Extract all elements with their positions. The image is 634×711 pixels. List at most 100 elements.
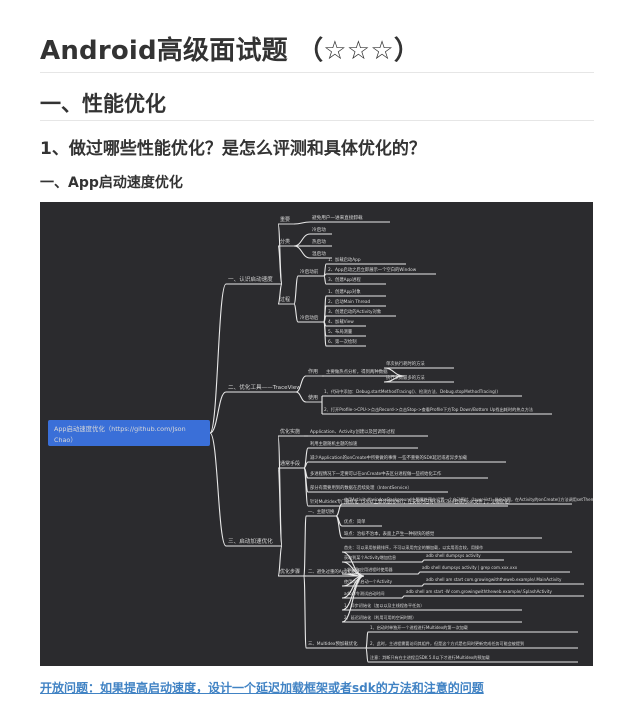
b3-init-delay: 2、延迟初始化（利用可用的空闲时期） xyxy=(344,614,416,620)
b3-multidex-1-connector xyxy=(365,631,369,649)
b3-init-adb1-cmd: adb shell dumpsys activity xyxy=(426,553,481,558)
b3-common-2: 减少Application的onCreate中所要做的事情 xyxy=(310,454,397,461)
branch-1: 一、认识启动速度 xyxy=(228,275,273,283)
b1-warm-connector xyxy=(293,245,311,259)
b3-init-adb4: adb命令测试启动时间 xyxy=(344,590,384,596)
mindmap-root-box xyxy=(48,420,210,446)
b2-usage-2: 2、打开Profile->CPU->点击Record->点击Stop->查看Pr… xyxy=(324,406,533,413)
b1-before-cold: 冷启动前 xyxy=(300,268,319,275)
b3-theme-connector xyxy=(303,515,307,577)
b1-after-cold-connector xyxy=(293,303,299,323)
b3-init-adb3-cmd: adb shell am start com.growingwiththeweb… xyxy=(426,577,562,582)
b3-multidex-connector xyxy=(303,575,307,649)
b3-multidex-1: 1、启动时单独开一个进程进行Multidex的第一次加载 xyxy=(370,624,468,630)
b1-important-desc-connector xyxy=(293,221,311,225)
branch-3: 三、启动加速优化 xyxy=(228,537,273,545)
b3-init-adb3-cmd-connector xyxy=(421,583,425,587)
b3-implement: 优化实施 xyxy=(280,428,300,435)
b1-process-connector xyxy=(277,283,283,305)
b2-purpose-connector xyxy=(295,375,307,393)
b3-multidex-3-connector xyxy=(365,647,369,663)
open-question-link[interactable]: 开放问题：如果提高启动速度，设计一个延迟加载框架或者sdk的方法和注意的问题 xyxy=(40,681,484,695)
b3-init-adb2-cmd: adb shell dumpsys activity | grep com.xx… xyxy=(422,565,518,570)
b1-important-connector xyxy=(277,223,283,285)
b3-multidex-2: 2、此时，主进程需要访问其组件，但是这个方式是也同时更新完成任务可能会被提到 xyxy=(370,640,524,646)
b3-common-5: 针对Multidex专门做优化（5.0以上默认使用ART，在安装时已将Class… xyxy=(310,498,513,505)
b3-common-connector xyxy=(277,467,283,547)
b3-common-3: 多进程情况下一定要可以在onCreate中去区分进程做一些初始化工作 xyxy=(310,470,442,477)
section-heading: 一、性能优化 xyxy=(40,92,166,116)
b1-category-connector xyxy=(277,245,283,285)
b1-post-5: 5、布局测量 xyxy=(328,328,353,335)
b2-usage-connector xyxy=(295,391,307,403)
b2-usage: 使用 xyxy=(308,394,318,401)
b3-theme-pro: 优点：简单 xyxy=(344,518,366,525)
b1-post-4: 4、加载View xyxy=(328,318,354,325)
mindmap-root-label-cont: Chao） xyxy=(54,436,77,444)
branch-3-connector xyxy=(209,432,227,547)
branch-1-connector xyxy=(209,283,227,434)
b3-implement-desc: Application、Activity创建以及回调等过程 xyxy=(310,428,395,435)
b3-init-async: 1、异步初始化（加以以及主线程各平任务） xyxy=(344,602,424,608)
b3-theme-con-connector xyxy=(335,515,343,539)
subsection-heading: 一、App启动速度优化 xyxy=(40,175,183,191)
b3-init-delay-connector xyxy=(341,575,365,623)
b1-pre-1: 1、加载启动App xyxy=(328,256,361,263)
b1-post-3: 3、创建启动的Activity对象 xyxy=(328,308,382,315)
b3-init-adb4-cmd: adb shell am start -W com.growingwiththe… xyxy=(406,589,552,594)
b1-pre-3-connector xyxy=(323,275,327,285)
mindmap-root-label: App启动速度优化（https://github.com/Json xyxy=(54,424,186,433)
b3-common-1: 利用主题随机主题的加速 xyxy=(310,440,358,447)
b3-theme: 一、主题切换 xyxy=(308,508,335,515)
b1-process: 过程 xyxy=(280,296,290,303)
b1-before-cold-connector xyxy=(293,275,299,305)
b1-hot: 热启动 xyxy=(312,238,326,245)
b2-single-time: 单次执行耗时的方法 xyxy=(386,360,425,367)
b1-post-6: 6、第一次绘制 xyxy=(328,338,357,345)
b2-usage-1: 1、代码中添加：Debug.startMethodTracing()、检测方法、… xyxy=(324,388,498,395)
b1-after-cold: 冷启动后 xyxy=(300,314,319,321)
b3-init-adb2-cmd-connector xyxy=(417,571,421,575)
b1-important-desc: 避免用户一进来直接卸载 xyxy=(312,214,363,221)
branch-2-connector xyxy=(209,391,227,434)
b1-pre-3: 3、创建App进程 xyxy=(328,276,361,283)
question-heading: 1、做过哪些性能优化？是怎么评测和具体优化的？ xyxy=(40,139,426,159)
b3-init-1: 首先：可以采用依赖排序，不可以采用完全的懒加载，以实用而言较，用操作 xyxy=(344,544,483,550)
b3-init-adb4-cmd-connector xyxy=(401,595,405,599)
b2-purpose: 作用 xyxy=(308,368,318,375)
b1-cold-connector xyxy=(293,233,311,247)
b1-cold: 冷启动 xyxy=(312,226,326,233)
b3-theme-con: 缺点：治标不治本，表面上产生一种很快的感觉 xyxy=(344,530,435,537)
b3-init-adb2: adb获取应用进程时使用器 xyxy=(344,566,393,572)
b1-important: 重要 xyxy=(280,216,290,223)
b3-multidex-3: 注意：判断只有在主进程且SDK 5.0以下才进行Multidex的预加载 xyxy=(370,654,490,660)
b2-purpose-desc: 主要做热点分析，得到两种数据 xyxy=(326,368,388,375)
b3-theme-desc: 使用Activity的windowBackground主题属性预先设置一个启动图… xyxy=(344,496,593,502)
b3-init-adb1-cmd-connector xyxy=(421,559,425,563)
b1-warm: 温启动 xyxy=(312,250,326,257)
b1-post-1: 1、创建App对象 xyxy=(328,288,361,295)
b3-init-adb1: 获取到某个Activity增加信息 xyxy=(344,554,396,560)
b3-init-adb3: 使用命令启动一个Activity xyxy=(344,578,393,584)
b2-most-calls: 执行次数最多的方法 xyxy=(386,374,425,381)
b1-category: 分类 xyxy=(280,238,290,245)
b3-common-2-connector xyxy=(303,461,309,469)
b3-init: 二、避免过重的App初始化 xyxy=(308,568,361,575)
section-divider xyxy=(40,120,594,121)
b3-steps-connector xyxy=(277,545,283,577)
b1-post-2: 2、启动Main Thread xyxy=(328,298,371,305)
b3-multidex: 三、Multidex预加载优化 xyxy=(308,640,358,647)
b3-common: 通常手段 xyxy=(280,460,300,467)
b3-steps: 优化步骤 xyxy=(280,568,300,575)
b1-pre-2: 2、App启动之后立即展示一个空白的Window xyxy=(328,266,417,273)
branch-2: 二、优化工具——TraceView xyxy=(228,383,301,391)
b2-most-calls-connector xyxy=(383,375,405,383)
b1-post-6-connector xyxy=(323,321,327,347)
b3-common-5-connector xyxy=(303,467,309,507)
b3-common-4: 部分有需要用到的数据在后续处理（IntentService） xyxy=(310,484,412,491)
b3-common-2a: 一些不重要的SDK延迟或者异步加载 xyxy=(398,454,468,461)
page-title: Android高级面试题 （☆☆☆） xyxy=(40,36,421,66)
